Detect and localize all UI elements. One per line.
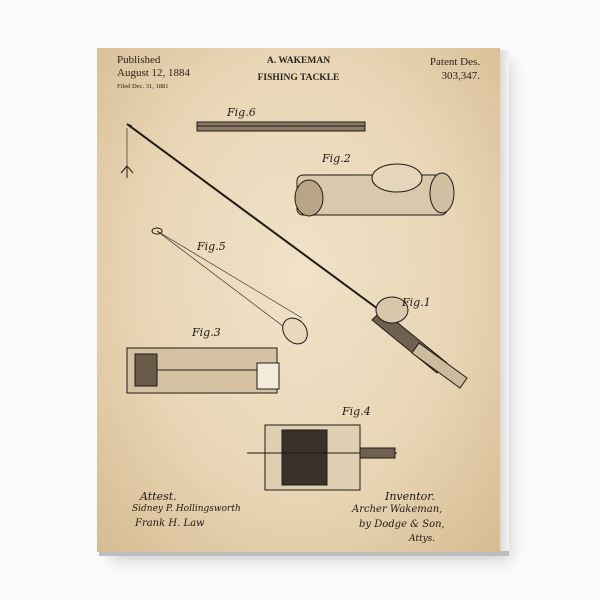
fig1-fishing-rod: [120, 123, 468, 389]
fig5-label: Fig.5: [196, 240, 226, 253]
witness-signature-2: Frank H. Law: [135, 518, 205, 529]
fig5-line-diagram: [151, 227, 308, 345]
fig2-label: Fig.2: [321, 152, 351, 165]
fig4-label: Fig.4: [341, 405, 371, 418]
fig3-label: Fig.3: [191, 326, 221, 339]
inventor-name: A. WAKEMAN: [266, 56, 331, 66]
patent-number: 303,347.: [441, 70, 481, 82]
fig6-rod-section: [196, 121, 366, 132]
attorneys-label: Attys.: [409, 534, 436, 544]
inventor-signature: Archer Wakeman,: [352, 504, 443, 515]
inventor-label: Inventor.: [385, 490, 435, 503]
fig6-label: Fig.6: [226, 106, 256, 119]
patent-label: Patent Des.: [429, 56, 480, 68]
filed-date: Filed Dec. 31, 1881: [117, 83, 169, 90]
witness-signature-1: Sidney P. Hollingsworth: [132, 504, 241, 514]
attorney-signature: by Dodge & Son,: [359, 519, 445, 530]
canvas-side-edge: [499, 50, 509, 553]
fig4-reel-section: [247, 424, 397, 491]
published-label: Published: [117, 54, 161, 66]
patent-drawing: Fig.6 Fig.2 Fig.5 Fig.1 Fig.3 Fig.4: [120, 106, 468, 491]
fig2-reel: [294, 163, 455, 217]
patent-title: FISHING TACKLE: [257, 73, 340, 83]
canvas-bottom-edge: [99, 551, 509, 556]
attest-label: Attest.: [140, 490, 177, 503]
fig3-reel-section: [126, 347, 280, 394]
fig1-label: Fig.1: [401, 296, 431, 309]
published-date: August 12, 1884: [117, 67, 191, 79]
patent-print-canvas: Published August 12, 1884 Filed Dec. 31,…: [97, 48, 500, 552]
